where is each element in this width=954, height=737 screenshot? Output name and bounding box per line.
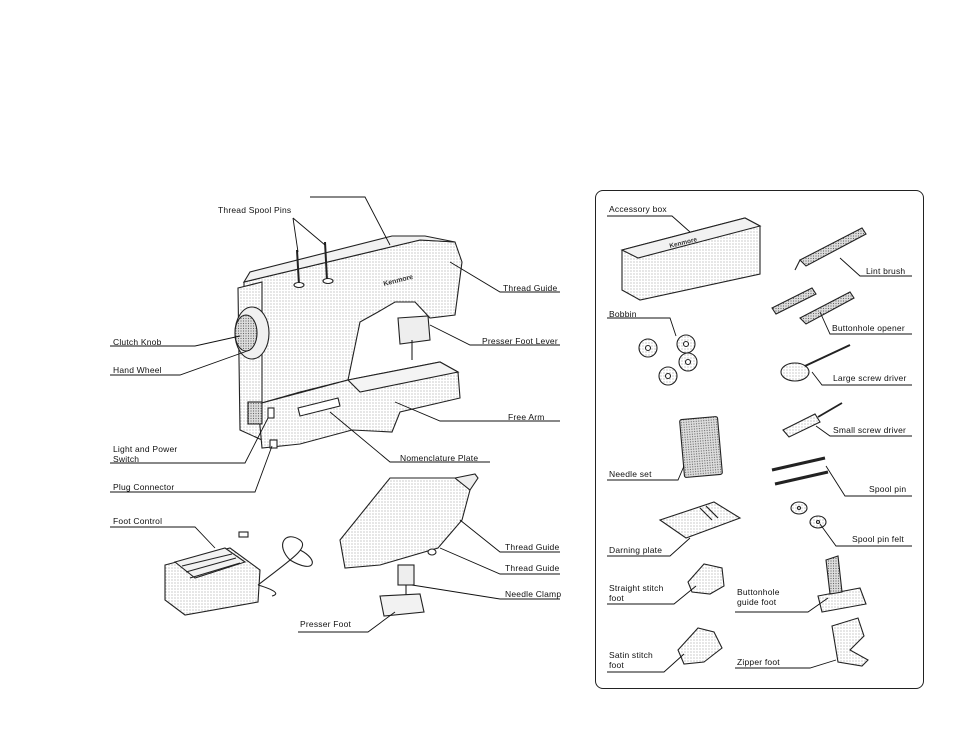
label-satin-stitch-foot: Satin stitch foot xyxy=(609,650,653,670)
label-thread-spool-pins: Thread Spool Pins xyxy=(218,205,292,215)
label-clutch-knob: Clutch Knob xyxy=(113,337,162,347)
label-foot-control: Foot Control xyxy=(113,516,163,526)
label-small-screw-driver: Small screw driver xyxy=(833,425,907,435)
closeup-leader-lines xyxy=(110,519,560,633)
label-accessory-box: Accessory box xyxy=(609,204,667,214)
label-plug-connector: Plug Connector xyxy=(113,482,175,492)
label-thread-guide-1: Thread Guide xyxy=(505,542,560,552)
label-buttonhole-opener: Buttonhole opener xyxy=(832,323,905,333)
accessory-leader-lines xyxy=(607,215,912,673)
label-thread-guide-top: Thread Guide xyxy=(503,283,558,293)
sewing-machine-drawing: Kenmore xyxy=(234,235,463,449)
accessories-panel xyxy=(595,190,924,689)
label-spool-pin-felt: Spool pin felt xyxy=(852,534,904,544)
machine-leader-lines xyxy=(110,196,560,493)
label-straight-stitch-foot: Straight stitch foot xyxy=(609,583,664,603)
label-spool-pin: Spool pin xyxy=(869,484,907,494)
label-darning-plate: Darning plate xyxy=(609,545,663,555)
label-large-screw-driver: Large screw driver xyxy=(833,373,907,383)
label-needle-clamp: Needle Clamp xyxy=(505,589,562,599)
label-light-and-power-switch: Light and Power Switch xyxy=(113,444,178,464)
label-hand-wheel: Hand Wheel xyxy=(113,365,162,375)
label-needle-set: Needle set xyxy=(609,469,652,479)
label-buttonhole-guide-foot: Buttonhole guide foot xyxy=(737,587,780,607)
label-lint-brush: Lint brush xyxy=(866,266,906,276)
label-zipper-foot: Zipper foot xyxy=(737,657,780,667)
accessories-drawings: Kenmore xyxy=(620,217,869,667)
foot-control-drawing xyxy=(164,531,313,616)
label-thread-guide-2: Thread Guide xyxy=(505,563,560,573)
needle-closeup-drawing xyxy=(339,473,479,617)
label-bobbin: Bobbin xyxy=(609,309,637,319)
label-free-arm: Free Arm xyxy=(508,412,545,422)
label-presser-foot: Presser Foot xyxy=(300,619,352,629)
label-presser-foot-lever: Presser Foot Lever xyxy=(482,336,558,346)
label-nomenclature-plate: Nomenclature Plate xyxy=(400,453,479,463)
